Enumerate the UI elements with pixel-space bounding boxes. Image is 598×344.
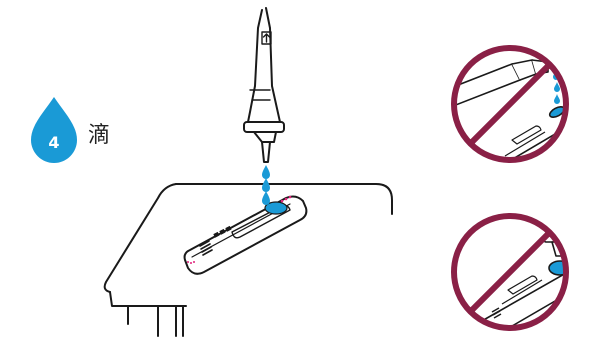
- test-cassette: [185, 196, 307, 274]
- table: [105, 184, 392, 336]
- drop-unit: 滴: [88, 123, 110, 148]
- falling-drops: [262, 165, 270, 205]
- water-drop-icon: [31, 97, 77, 163]
- drop-count: 4: [48, 133, 59, 152]
- step-indicator: 4 滴: [31, 97, 110, 163]
- prohibited-panel-touching: [454, 216, 578, 341]
- main-scene: [105, 8, 392, 336]
- dropper: [244, 8, 284, 162]
- prohibited-panel-angled: [440, 48, 582, 193]
